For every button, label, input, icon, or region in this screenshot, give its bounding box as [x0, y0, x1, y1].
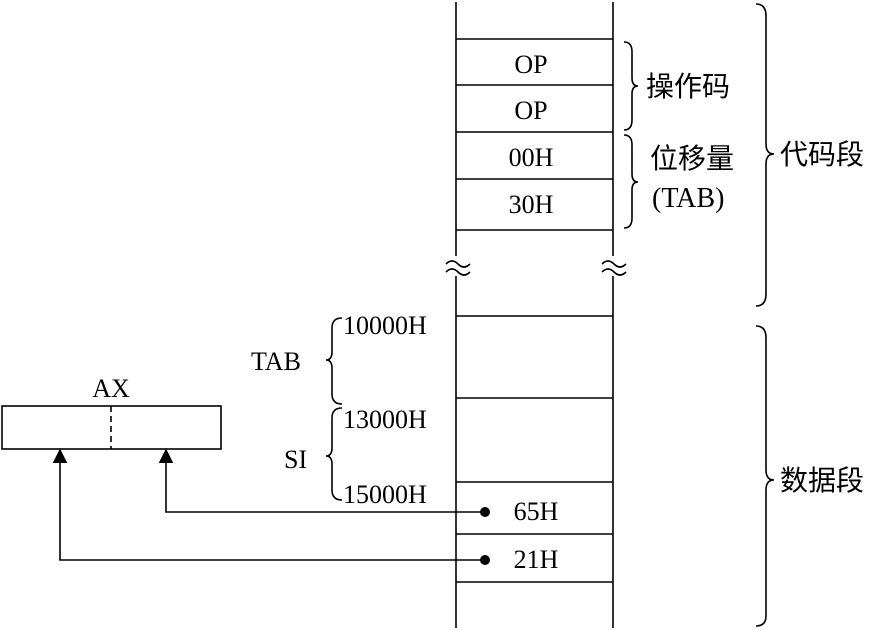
si-range-label: SI [284, 445, 307, 474]
code-segment-label: 代码段 [780, 139, 864, 171]
opcode-label: 操作码 [646, 71, 730, 103]
break-symbol-left [445, 260, 471, 276]
memory-cell-opcode-1: OP [514, 50, 547, 79]
low-byte-arrow [52, 448, 485, 561]
high-byte-arrow [158, 448, 485, 513]
memory-cell-data-high: 21H [514, 545, 559, 574]
low-byte-source-dot [480, 555, 490, 565]
tab-range-label: TAB [251, 347, 301, 376]
address-label-10000h: 10000H [343, 311, 427, 340]
data-segment-label: 数据段 [780, 465, 864, 497]
displacement-brace [623, 134, 639, 229]
break-symbol-right [601, 260, 627, 276]
address-label-13000h: 13000H [343, 405, 427, 434]
address-label-15000h: 15000H [343, 480, 427, 509]
data-segment-brace [755, 325, 775, 627]
displacement-label-tab: (TAB) [652, 183, 724, 214]
opcode-brace [623, 41, 639, 131]
memory-cell-displacement-low: 00H [509, 143, 554, 172]
code-segment-brace [755, 3, 775, 307]
high-byte-source-dot [480, 507, 490, 517]
memory-cell-displacement-high: 30H [509, 190, 554, 219]
displacement-label: 位移量 [650, 143, 734, 175]
ax-register-label: AX [92, 374, 130, 403]
tab-range-brace [325, 317, 343, 405]
memory-cell-opcode-2: OP [514, 96, 547, 125]
memory-cell-data-low: 65H [514, 497, 559, 526]
si-range-brace [325, 407, 343, 501]
